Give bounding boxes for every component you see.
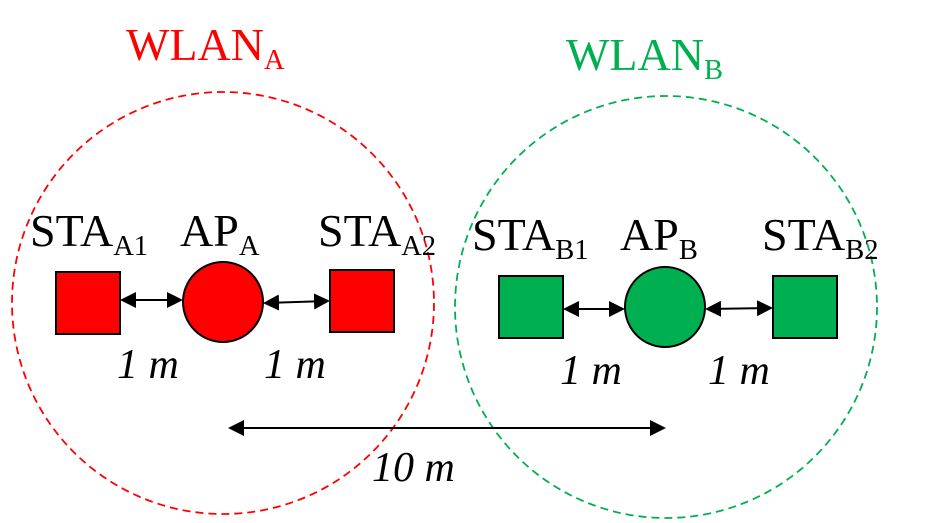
wlan-a-title-base: WLAN [126, 19, 264, 70]
sta-b2-square [772, 275, 838, 339]
sta-a2-label: STAA2 [318, 205, 437, 262]
wlan-b-title-sub: B [703, 54, 723, 86]
distance-label-a-right: 1 m [264, 342, 326, 388]
sta-a2-square [329, 269, 395, 333]
distance-label-a-left: 1 m [117, 342, 179, 388]
sta-b1-label: STAB1 [472, 209, 589, 266]
link-ap-a-sta-a2 [263, 293, 330, 311]
wlan-a-coverage-circle [11, 91, 435, 515]
wlan-a-title: WLANA [126, 19, 285, 75]
wlan-b-title: WLANB [566, 29, 723, 85]
wlan-b-title-base: WLAN [566, 29, 704, 80]
link-ap-b-sta-b2 [705, 300, 773, 317]
distance-label-b-left: 1 m [560, 348, 622, 394]
ap-b-circle [624, 266, 706, 348]
ap-b-label: APB [620, 209, 698, 266]
wlan-a-title-sub: A [263, 44, 285, 76]
sta-a1-square [55, 271, 121, 335]
distance-label-ap-to-ap: 10 m [372, 445, 455, 491]
ap-a-label: APA [180, 205, 260, 262]
distance-label-b-right: 1 m [708, 348, 770, 394]
wlan-b-coverage-circle [454, 95, 878, 519]
sta-b1-square [498, 275, 564, 339]
ap-a-circle [182, 261, 264, 343]
sta-a1-label: STAA1 [30, 205, 149, 262]
sta-b2-label: STAB2 [762, 209, 879, 266]
